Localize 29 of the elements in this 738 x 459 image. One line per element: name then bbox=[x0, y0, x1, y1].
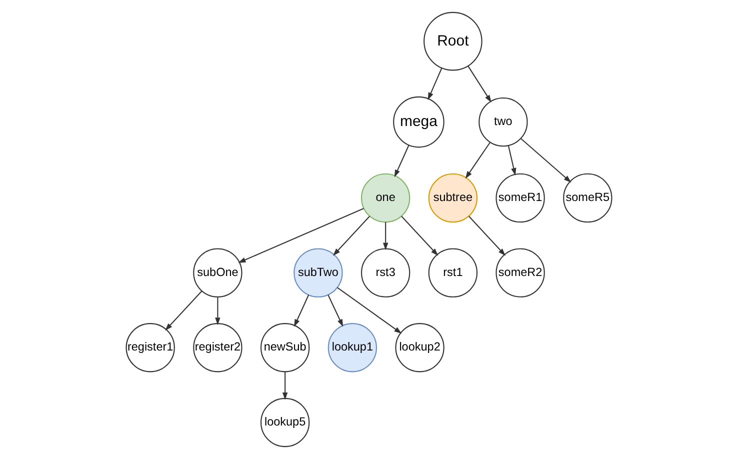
arrow bbox=[465, 142, 490, 179]
arrow bbox=[428, 68, 442, 100]
arrow bbox=[294, 294, 310, 327]
node-circle: mega bbox=[393, 96, 444, 148]
arrow bbox=[332, 216, 370, 256]
arrow bbox=[468, 216, 506, 256]
node-circle: subOne bbox=[193, 248, 242, 298]
arrow bbox=[328, 294, 344, 327]
node-circle: register2 bbox=[193, 323, 242, 372]
arrow bbox=[508, 146, 516, 176]
node-circle: Root bbox=[424, 12, 482, 71]
arrow bbox=[382, 222, 388, 250]
arrow bbox=[337, 287, 402, 334]
node-circle: lookup5 bbox=[260, 398, 310, 448]
node-circle: someR1 bbox=[496, 173, 545, 223]
node-circle: subtree bbox=[428, 173, 478, 223]
arrow bbox=[282, 372, 288, 400]
arrow bbox=[165, 290, 202, 331]
node-circle: lookup1 bbox=[328, 323, 378, 372]
node-circle: newSub bbox=[260, 323, 310, 372]
arrow bbox=[401, 216, 438, 256]
arrow bbox=[215, 296, 220, 326]
arrow bbox=[394, 145, 410, 178]
node-circle: two bbox=[478, 97, 528, 147]
node-circle: one bbox=[360, 173, 410, 223]
arrow bbox=[238, 208, 364, 263]
arrow bbox=[468, 66, 492, 102]
node-circle: rst3 bbox=[360, 248, 410, 298]
arrow bbox=[520, 138, 572, 183]
